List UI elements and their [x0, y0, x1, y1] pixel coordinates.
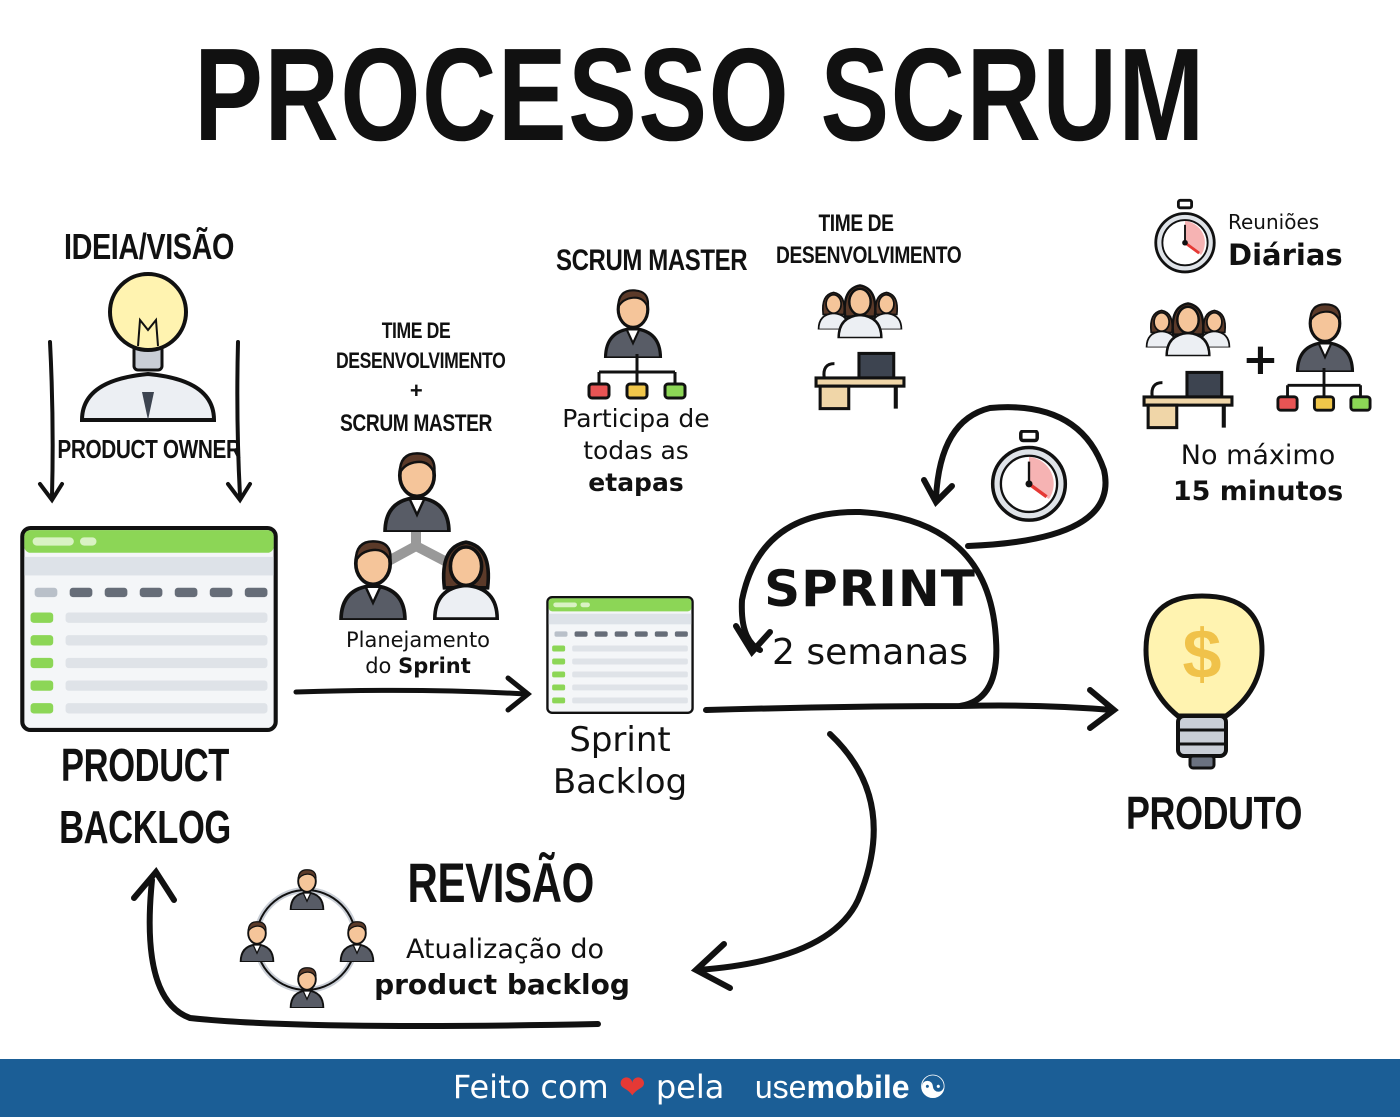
arrow-to-product-backlog [131, 866, 601, 1029]
daily-scrum-master-icon [1276, 302, 1372, 412]
dev-team-line-2: DESENVOLVIMENTO [776, 242, 962, 269]
footer-text-before: Feito com [452, 1068, 609, 1106]
daily-max-bold: 15 minutos [1172, 476, 1344, 507]
money-bulb-icon [1143, 593, 1265, 770]
planning-caption-1: Planejamento [345, 628, 491, 652]
planning-line-3: SCRUM MASTER [340, 410, 492, 437]
daily-team-icon [1144, 303, 1232, 427]
team-desk-icon [816, 285, 904, 408]
arrows-down [38, 340, 252, 504]
sprint-backlog-icon [546, 596, 694, 714]
sprint-stopwatch-icon [990, 430, 1068, 522]
review-heading: REVISÃO [407, 851, 595, 914]
heart-icon: ❤ [618, 1068, 646, 1106]
daily-plus: + [1242, 334, 1279, 385]
arrow-to-sprint-backlog [293, 675, 533, 713]
dev-team-line-1: TIME DE [818, 210, 894, 237]
planning-plus: + [409, 378, 423, 403]
team-hierarchy-icon [341, 453, 500, 620]
planning-line-2: DESENVOLVIMENTO [336, 348, 506, 373]
brand-thin: use [754, 1069, 807, 1105]
idea-heading: IDEIA/VISÃO [63, 226, 235, 267]
sprint-loop [703, 404, 1119, 731]
footer-text-after: pela [655, 1068, 725, 1106]
product-backlog-label-1: PRODUCT [61, 739, 229, 791]
sprint-duration: 2 semanas [771, 632, 968, 673]
footer-credit: Feito com ❤ pela usemobile ☯ [0, 1068, 1400, 1106]
person-icon [587, 288, 687, 400]
product-owner-label: PRODUCT OWNER [57, 434, 241, 464]
review-circle-icon [239, 868, 375, 1008]
dollar-symbol: $ [1182, 615, 1222, 693]
spreadsheet-icon [22, 528, 275, 730]
footer-bar [0, 1059, 1400, 1117]
scrum-master-heading: SCRUM MASTER [556, 244, 748, 277]
scrum-master-desc-2: todas as [583, 436, 689, 465]
daily-label: Reuniões [1228, 210, 1320, 234]
planning-caption-prefix: do [365, 654, 392, 678]
planning-caption-2: do Sprint [318, 654, 518, 678]
product-backlog-label-2: BACKLOG [59, 801, 231, 853]
planning-line-1: TIME DE [381, 318, 451, 343]
brand-mark-icon: ☯ [918, 1069, 948, 1105]
scrum-master-desc-1: Participa de [562, 404, 710, 433]
review-line-2: product backlog [374, 968, 630, 1001]
brand-logo[interactable]: usemobile ☯ [755, 1069, 947, 1105]
arrow-to-review [690, 731, 877, 991]
sprint-title: SPRINT [764, 560, 976, 618]
sprint-backlog-label-1: Sprint [569, 720, 671, 760]
sprint-backlog-label-2: Backlog [552, 762, 688, 802]
lightbulb-icon [79, 272, 217, 422]
scrum-master-desc-bold: etapas [588, 468, 684, 497]
planning-caption-bold: Sprint [398, 654, 471, 678]
page-title: PROCESSO SCRUM [194, 21, 1206, 168]
stopwatch-icon [1154, 198, 1216, 274]
daily-label-bold: Diárias [1228, 238, 1343, 272]
product-label: PRODUTO [1126, 787, 1303, 839]
review-line-1: Atualização do [405, 934, 605, 965]
brand-bold: mobile [806, 1069, 910, 1105]
daily-max-line: No máximo [1180, 440, 1336, 471]
